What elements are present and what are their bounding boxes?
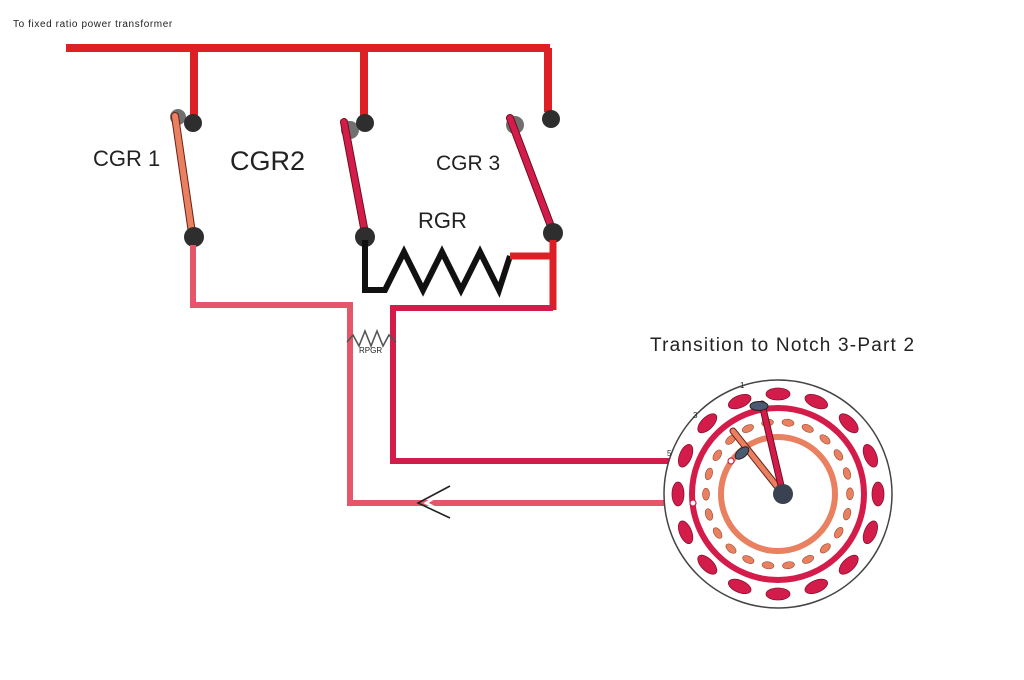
inner-contact-segment: [833, 449, 844, 461]
rpgr-label: RPGR: [359, 346, 382, 355]
inner-contact-segment: [741, 424, 754, 433]
outer-contact-segment: [838, 554, 859, 575]
dial-salmon-ring: [718, 434, 838, 554]
outer-contact-segment: [838, 413, 859, 434]
outer-contact-segments: [671, 387, 885, 601]
outer-contact-segment: [678, 520, 694, 545]
inner-contact-segment: [819, 434, 831, 445]
dial-crimson-ring: [689, 405, 867, 583]
pink-terminal: [689, 499, 697, 507]
inner-contact-segment: [761, 561, 775, 570]
inner-contact-segment: [702, 487, 710, 501]
tap-number-1: 1: [740, 381, 745, 390]
inner-contact-segment: [725, 543, 737, 554]
cgr1-lower-contact: [184, 227, 204, 247]
cgr3-blade: [507, 115, 555, 232]
rpgr-resistor: [346, 328, 397, 349]
rgr-resistor: [362, 240, 513, 298]
cgr3-lower-contact: [543, 223, 563, 243]
outer-contact-segment: [765, 387, 791, 401]
cgr2-upper-contact: [356, 114, 374, 132]
outer-contact-segment: [862, 443, 878, 468]
tap-number-5: 5: [667, 449, 672, 458]
inner-contact-segment: [742, 555, 755, 564]
cgr2-lower-contact: [355, 227, 375, 247]
outer-contact-segment: [671, 481, 685, 507]
inner-contact-segment: [802, 555, 815, 564]
cgr2-label: CGR2: [230, 146, 305, 176]
inner-contact-segment: [781, 418, 795, 427]
inner-contact-segment: [704, 508, 714, 521]
inner-contact-segment: [846, 487, 854, 501]
inner-contact-segment: [801, 424, 814, 433]
cgr2-switch: [340, 114, 375, 247]
inner-contact-segment: [782, 561, 795, 570]
crimson-arm-contact-shoe: [749, 401, 769, 411]
inner-contact-segment: [704, 467, 713, 481]
outer-contact-segment: [697, 413, 718, 434]
outer-contact-segment: [727, 578, 752, 594]
outer-contact-segment: [765, 587, 791, 601]
diagram-title: Transition to Notch 3-Part 2: [650, 335, 915, 356]
tap-number-3: 3: [693, 411, 698, 420]
outer-contact-segment: [804, 394, 829, 410]
outer-contact-segment: [871, 481, 885, 507]
outer-contact-segment: [678, 443, 694, 468]
inner-contact-segment: [843, 507, 852, 521]
supply-label: To fixed ratio power transformer: [13, 19, 173, 30]
cgr1-switch: [170, 109, 204, 247]
outer-contact-segment: [862, 520, 878, 545]
inner-contact-segment: [712, 449, 722, 461]
supply-busbar: [66, 44, 552, 117]
cgr3-switch: [506, 110, 563, 243]
rgr-connector: [510, 240, 557, 310]
inner-contact-segment: [712, 527, 723, 539]
outer-contact-segment: [697, 554, 718, 575]
inner-contact-segment: [834, 527, 844, 539]
salmon-contact-arm: [730, 428, 786, 497]
crimson-conductor: [390, 305, 746, 464]
cgr3-label: CGR 3: [436, 152, 500, 175]
cgr2-blade: [341, 119, 368, 236]
outer-contact-segment: [727, 394, 752, 410]
dial-hub: [773, 484, 793, 504]
pink-conductor: [190, 245, 690, 506]
crimson-contact-arm: [759, 401, 786, 497]
tap-changer-dial: 1 3 5: [663, 379, 893, 609]
cgr1-upper-contact: [184, 114, 202, 132]
cgr1-label: CGR 1: [93, 146, 160, 171]
cgr3-upper-contact: [542, 110, 560, 128]
outer-contact-segment: [804, 578, 829, 594]
inner-contact-segment: [842, 467, 852, 480]
cgr1-blade: [172, 113, 195, 236]
inner-contact-segment: [819, 543, 831, 554]
salmon-arm-contact-shoe: [734, 446, 750, 460]
crimson-terminal: [727, 457, 735, 465]
direction-arrow: [416, 485, 451, 519]
rgr-label: RGR: [418, 208, 467, 233]
